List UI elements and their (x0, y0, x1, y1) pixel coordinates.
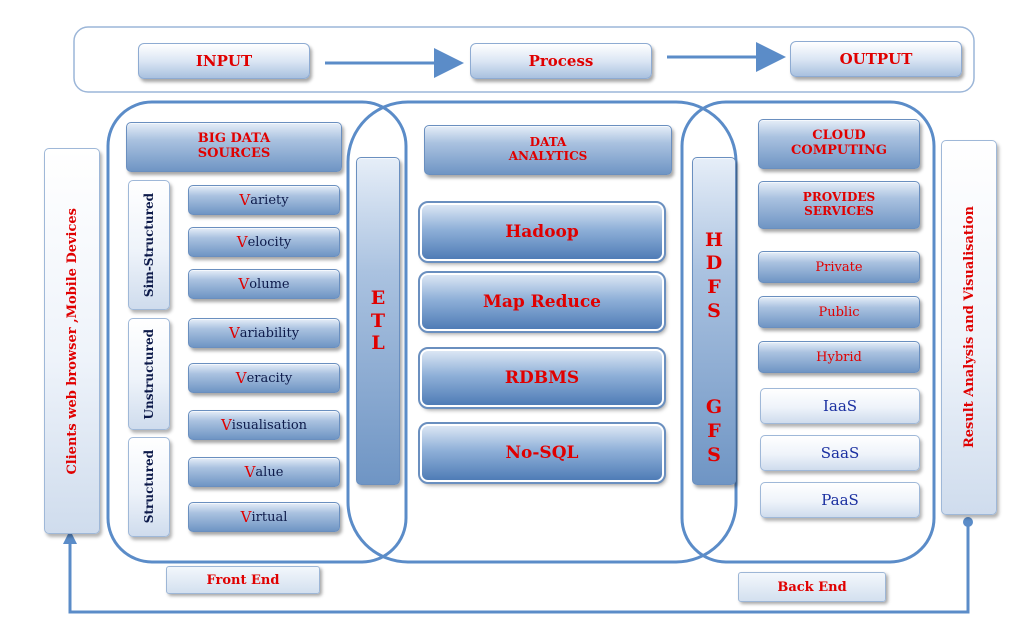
v-letter: V (220, 416, 232, 434)
category-sim-structured: Sim-Structured (128, 180, 170, 310)
service-label: SaaS (820, 444, 860, 462)
clients-bar: Clients web browser ,Mobile Devices (44, 148, 100, 534)
analytics-no-sql: No-SQL (418, 422, 666, 484)
v-rest: ariety (250, 192, 289, 208)
big-data-sources-box: BIG DATA SOURCES (126, 122, 342, 172)
v-rest: elocity (247, 234, 292, 250)
data-analytics-box: DATA ANALYTICS (424, 125, 672, 175)
deployment-label: Private (815, 259, 863, 275)
v-rest: ariability (239, 325, 300, 341)
category-label: Structured (142, 450, 156, 524)
hdfs-letter: H (705, 228, 723, 251)
v-letter: V (238, 275, 250, 293)
service-iaas: IaaS (760, 388, 920, 424)
hdfs-letter: F (707, 276, 721, 298)
result-bar: Result Analysis and Visualisation (941, 140, 997, 515)
processing-region (346, 100, 738, 564)
category-label: Sim-Structured (142, 192, 156, 298)
result-label: Result Analysis and Visualisation (961, 206, 977, 449)
input-label: INPUT (195, 52, 253, 70)
etl-letter: T (370, 309, 386, 332)
service-paas: PaaS (760, 482, 920, 518)
gfs-letter: S (707, 443, 721, 466)
etl-letter: L (371, 332, 385, 355)
back-end-region (680, 100, 936, 564)
service-saas: SaaS (760, 435, 920, 471)
v-letter: V (244, 463, 256, 481)
analytics-label: RDBMS (504, 368, 580, 388)
provides-services-label: PROVIDES SERVICES (802, 190, 876, 218)
service-label: IaaS (822, 397, 858, 415)
provides-services-box: PROVIDES SERVICES (758, 181, 920, 229)
clients-label: Clients web browser ,Mobile Devices (64, 207, 80, 475)
etl-column: E T L (356, 157, 400, 485)
service-label: PaaS (821, 491, 859, 509)
v-rest: eracity (246, 370, 293, 386)
v-rest: alue (255, 464, 284, 480)
output-box: OUTPUT (790, 41, 962, 77)
analytics-label: No-SQL (505, 443, 579, 463)
deployment-public: Public (758, 296, 920, 328)
big-data-sources-label: BIG DATA SOURCES (197, 131, 271, 161)
feedback-loop-line (68, 522, 970, 614)
front-end-label-box: Front End (166, 566, 320, 594)
v-letter: V (235, 369, 247, 387)
hdfs-letter: S (707, 299, 721, 322)
gfs-letters: G F S (693, 386, 735, 478)
analytics-label: Map Reduce (483, 292, 601, 312)
etl-letter: E (370, 286, 386, 309)
output-label: OUTPUT (839, 50, 913, 68)
category-unstructured: Unstructured (128, 318, 170, 430)
v-letter: V (236, 233, 248, 251)
v-rest: isualisation (231, 417, 308, 433)
analytics-label: Hadoop (505, 222, 579, 242)
deployment-label: Hybrid (816, 349, 862, 365)
v-letter: V (228, 324, 240, 342)
category-label: Unstructured (142, 328, 156, 420)
cloud-computing-label: CLOUD COMPUTING (791, 128, 887, 158)
cloud-computing-box: CLOUD COMPUTING (758, 119, 920, 169)
gfs-letter: G (705, 396, 723, 419)
v-letter: V (240, 508, 252, 526)
back-end-label-box: Back End (738, 572, 886, 602)
deployment-private: Private (758, 251, 920, 283)
data-analytics-label: DATA ANALYTICS (508, 135, 588, 163)
flow-frame (73, 26, 975, 93)
v-rest: olume (249, 276, 290, 292)
analytics-rdbms: RDBMS (418, 347, 666, 409)
process-label: Process (528, 52, 594, 70)
back-end-label: Back End (777, 579, 847, 595)
front-end-label: Front End (206, 572, 280, 588)
feedback-loop-arrowhead (63, 530, 77, 544)
category-structured: Structured (128, 437, 170, 537)
deployment-hybrid: Hybrid (758, 341, 920, 373)
input-box: INPUT (138, 43, 310, 79)
gfs-letter: F (707, 420, 721, 443)
feedback-loop-node (963, 517, 973, 527)
deployment-label: Public (818, 304, 860, 320)
front-end-region (106, 100, 408, 564)
analytics-hadoop: Hadoop (418, 201, 666, 263)
v-letter: V (239, 191, 251, 209)
analytics-map-reduce: Map Reduce (418, 271, 666, 333)
process-box: Process (470, 43, 652, 79)
v-rest: irtual (251, 509, 288, 525)
hdfs-letter: D (705, 252, 723, 275)
hdfs-letters: H D F S (693, 216, 735, 336)
hdfs-gfs-column: H D F S G F S (692, 157, 736, 485)
